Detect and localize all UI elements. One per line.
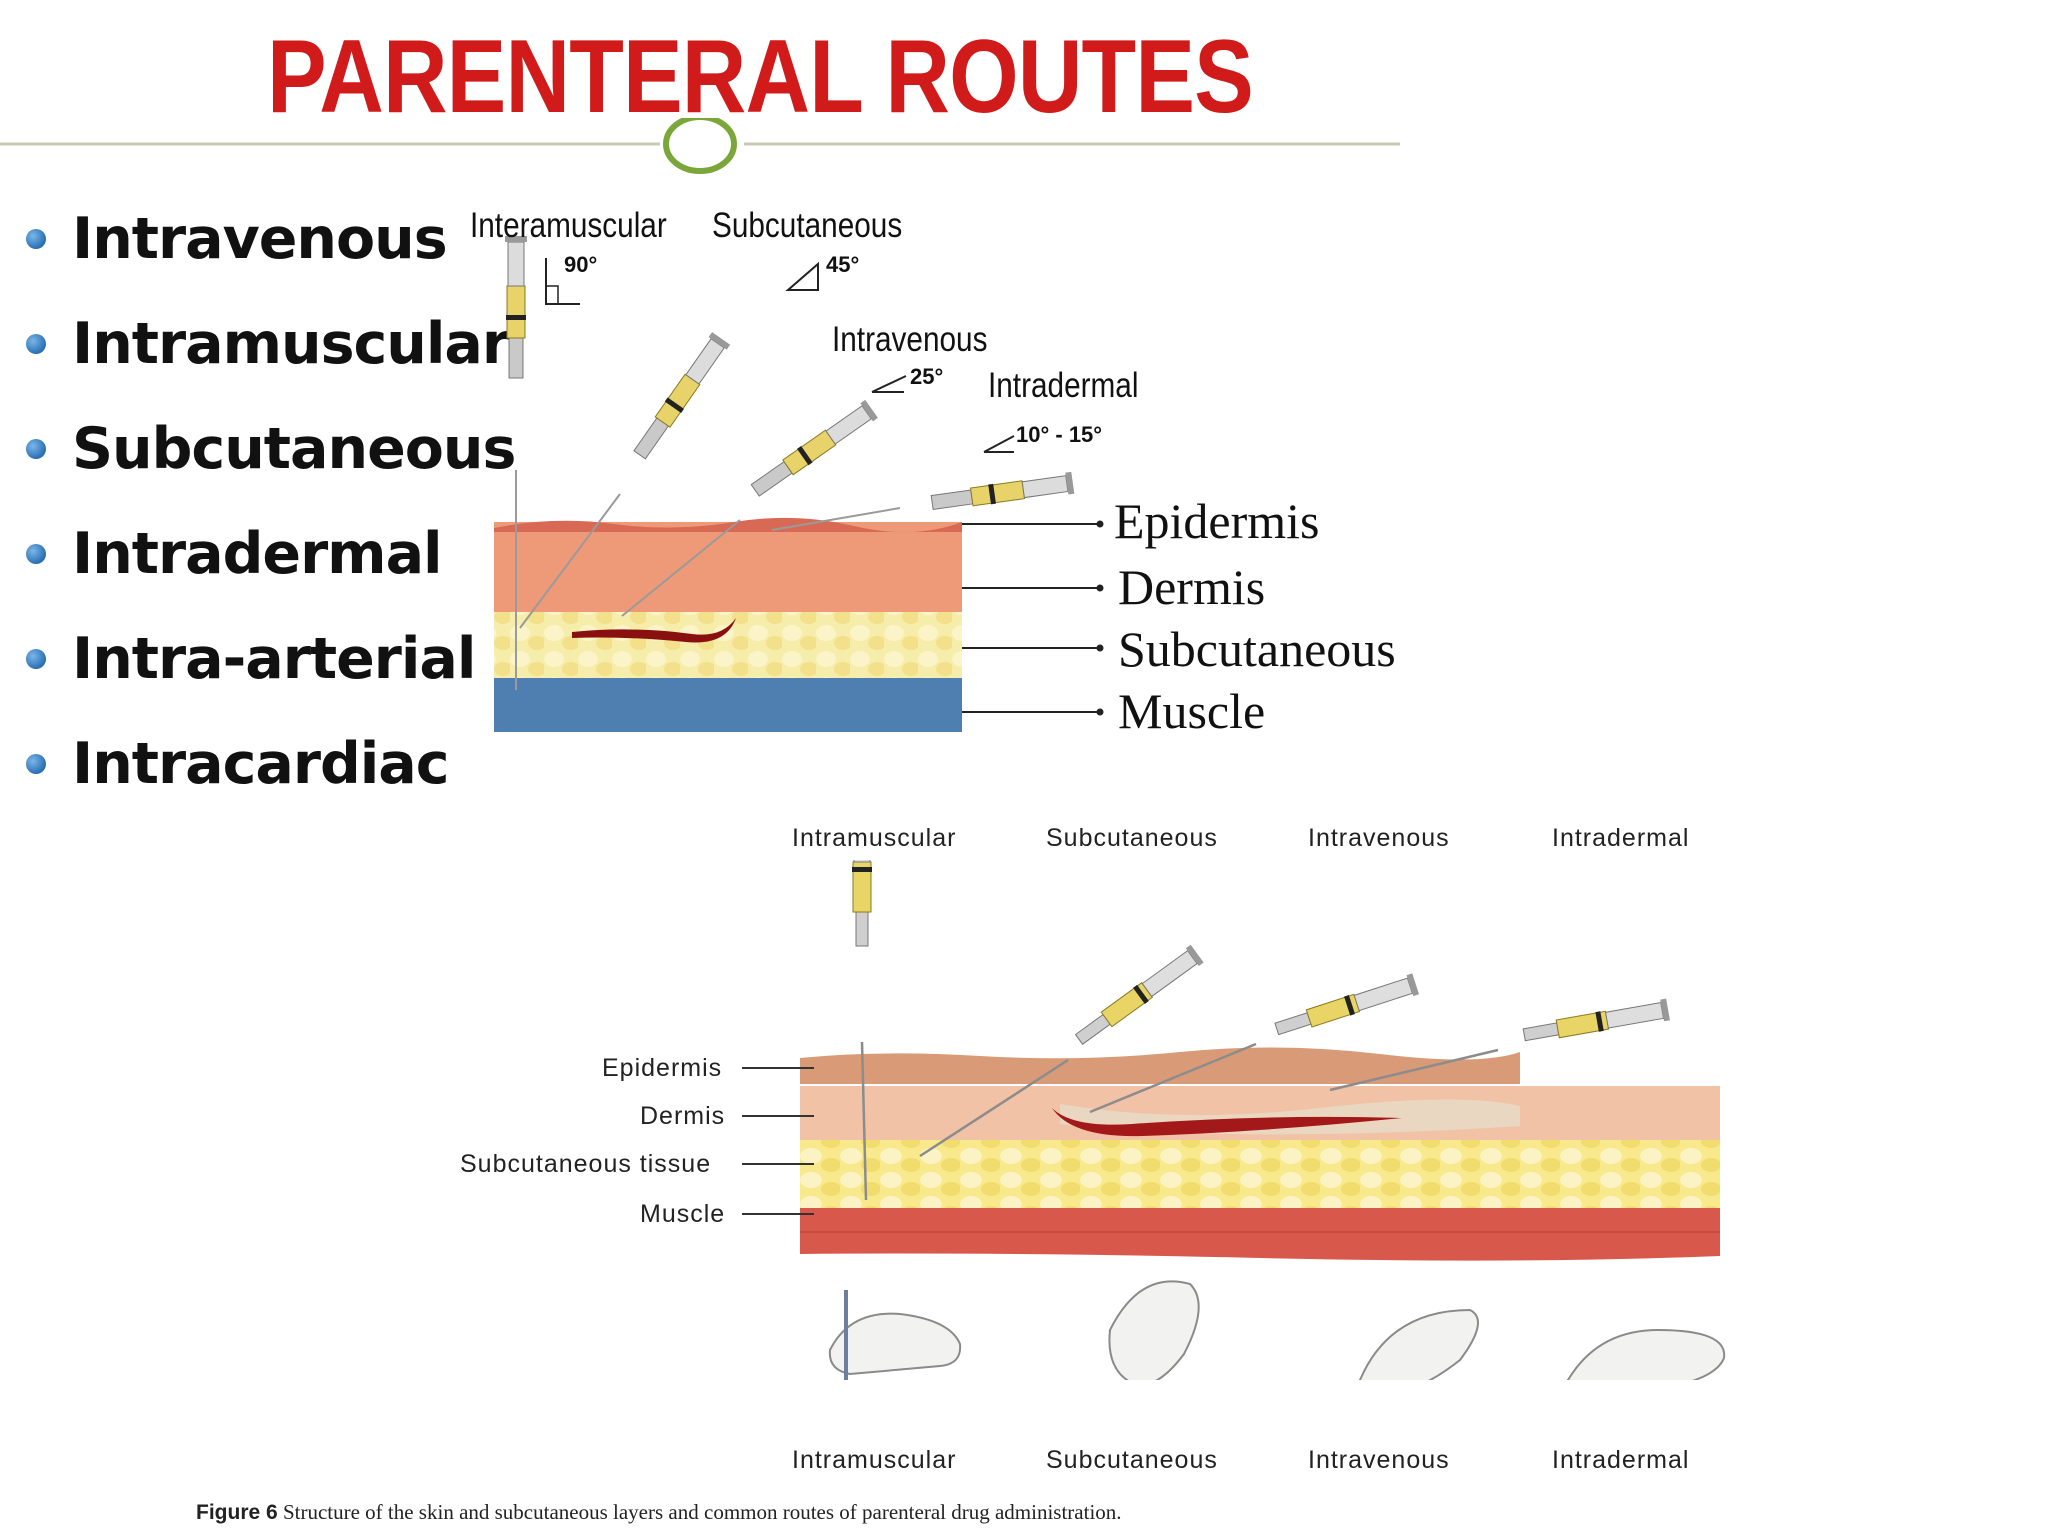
- hand-label-intravenous: Intravenous: [1308, 1446, 1450, 1474]
- vein-shape: [1052, 1108, 1402, 1137]
- muscle-layer: [800, 1208, 1720, 1261]
- syringe-icon: [1272, 972, 1420, 1040]
- hand-intradermal-icon: [1566, 1328, 1726, 1380]
- list-item: Intravenous: [26, 186, 515, 291]
- hand-label-intradermal: Intradermal: [1552, 1446, 1690, 1474]
- bottom-layer-label-dermis: Dermis: [640, 1102, 726, 1130]
- syringe-icon: [1072, 944, 1205, 1049]
- epidermis-layer: [494, 517, 962, 533]
- epidermis-layer: [800, 1047, 1520, 1084]
- layer-label-muscle: Muscle: [1118, 683, 1266, 739]
- list-item: Intramuscular: [26, 291, 515, 396]
- angle-label: 10° - 15°: [1016, 422, 1103, 447]
- angle-icon: [983, 435, 1015, 453]
- bottom-skin-diagram: [742, 860, 1726, 1380]
- list-item: Subcutaneous: [26, 396, 516, 501]
- syringe-icon: [504, 235, 528, 379]
- bullet-icon: [26, 228, 46, 249]
- layer-label-subcutaneous: Subcutaneous: [1118, 621, 1396, 677]
- bottom-layer-label-epidermis: Epidermis: [602, 1054, 723, 1082]
- route-label-subcutaneous: Subcutaneous: [1046, 824, 1218, 852]
- hand-intravenous-icon: [1359, 1308, 1479, 1380]
- routes-list: Intravenous Intramuscular Subcutaneous I…: [26, 186, 516, 816]
- route-label-intramuscular: Intramuscular: [792, 824, 957, 852]
- vein-shape: [572, 618, 736, 643]
- route-label-intravenous: Intravenous: [1308, 824, 1450, 852]
- angle-icon: [785, 261, 819, 291]
- top-label-intramuscular: Interamuscular: [470, 206, 667, 245]
- top-label-subcutaneous: Subcutaneous: [712, 206, 903, 245]
- subcutaneous-layer: [494, 612, 962, 678]
- bullet-icon: [26, 438, 46, 459]
- hand-intramuscular-icon: [828, 1290, 962, 1380]
- bullet-icon: [26, 543, 46, 564]
- hand-label-subcutaneous: Subcutaneous: [1046, 1446, 1218, 1474]
- dermis-layer: [494, 522, 962, 612]
- page-title: PARENTERAL ROUTES: [267, 19, 1254, 135]
- bullet-icon: [26, 648, 46, 669]
- bottom-layer-label-subcutaneous-tissue: Subcutaneous tissue: [460, 1150, 712, 1178]
- syringe-icon: [630, 331, 731, 462]
- list-item: Intra-arterial: [26, 606, 515, 711]
- syringe-icon: [930, 471, 1075, 514]
- syringe-icon: [850, 860, 874, 947]
- list-item: Intradermal: [26, 501, 515, 606]
- angle-icon: [871, 375, 907, 393]
- hand-subcutaneous-icon: [1108, 1280, 1200, 1380]
- layer-label-epidermis: Epidermis: [1114, 493, 1320, 549]
- top-skin-diagram: [494, 235, 1104, 732]
- bullet-icon: [26, 753, 46, 774]
- angle-label: 45°: [826, 252, 860, 277]
- list-item: Intracardiac: [26, 711, 515, 816]
- title-divider: [0, 118, 1400, 174]
- bullet-icon: [26, 333, 46, 354]
- angle-label: 25°: [910, 364, 944, 389]
- syringe-icon: [1521, 998, 1671, 1047]
- divider-ring-icon: [663, 118, 737, 174]
- angle-icon: [545, 258, 580, 305]
- muscle-layer: [494, 678, 962, 732]
- caption-figure-label: Figure 6: [196, 1501, 278, 1524]
- figure-caption: Figure 6 Structure of the skin and subcu…: [196, 1500, 1122, 1525]
- caption-text: Structure of the skin and subcutaneous l…: [282, 1500, 1122, 1524]
- hand-label-intramuscular: Intramuscular: [792, 1446, 957, 1474]
- top-label-intravenous: Intravenous: [832, 320, 988, 359]
- subcutaneous-layer: [800, 1140, 1720, 1208]
- route-label-intradermal: Intradermal: [1552, 824, 1690, 852]
- angle-label: 90°: [564, 252, 598, 277]
- top-label-intradermal: Intradermal: [988, 366, 1139, 405]
- syringe-icon: [748, 399, 879, 500]
- bottom-layer-label-muscle: Muscle: [640, 1200, 726, 1228]
- layer-label-dermis: Dermis: [1118, 559, 1266, 615]
